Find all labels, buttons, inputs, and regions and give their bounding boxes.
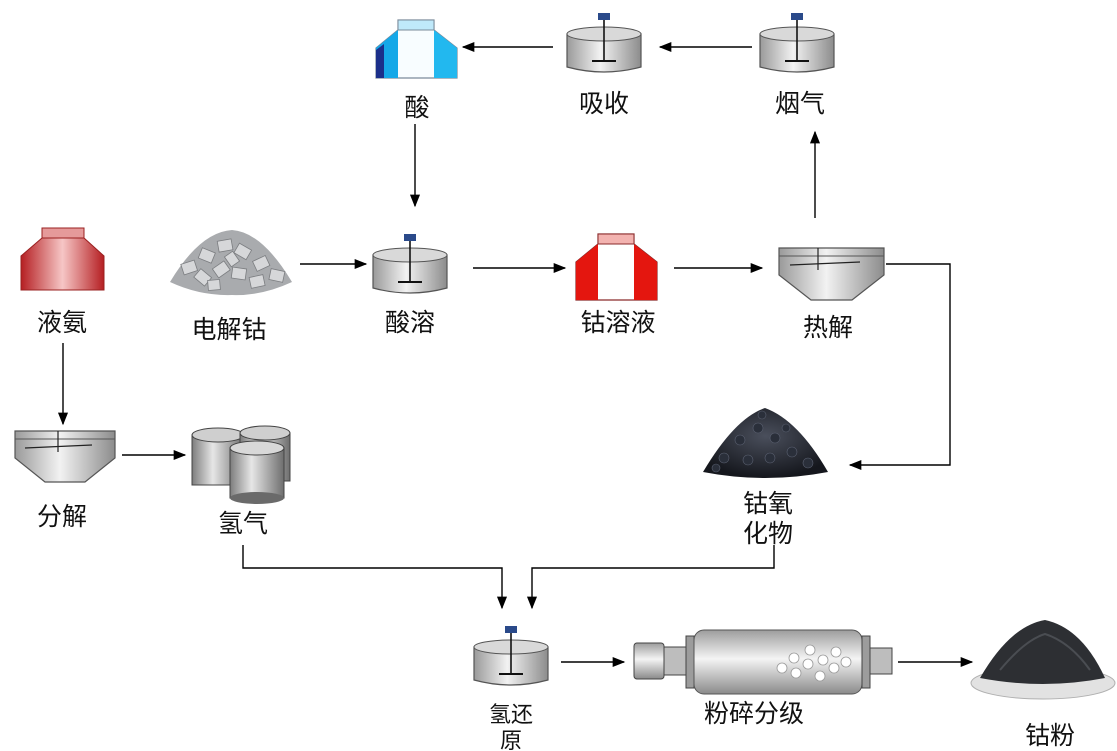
decompose-vessel-icon (14, 430, 116, 483)
acid-dissolve-tank-icon (372, 234, 448, 294)
label-hydrogen: 氢气 (218, 509, 268, 538)
label-crush-classify: 粉碎分级 (704, 699, 804, 728)
cobalt-solution-tank-icon (575, 233, 658, 301)
fluegas-tank-icon (759, 13, 835, 73)
label-hydrogen-reduction-line2: 原 (500, 729, 522, 751)
hydrogen-cylinders-icon (191, 425, 291, 504)
label-acid-dissolve: 酸溶 (385, 308, 435, 337)
label-liquid-ammonia: 液氨 (37, 308, 87, 337)
label-cobalt-solution: 钴溶液 (580, 308, 655, 337)
flow-arrows (57, 41, 974, 668)
label-cobalt-oxide-line1: 钴氧 (743, 489, 793, 518)
arrow-oxide-to-reduction (526, 545, 775, 610)
label-cobalt-oxide-line2: 化物 (743, 519, 793, 548)
absorb-tank-icon (566, 13, 642, 73)
label-acid: 酸 (404, 93, 429, 122)
label-hydrogen-reduction-line1: 氢还 (489, 703, 533, 728)
ball-mill-icon (633, 629, 893, 695)
acid-tank-icon (375, 19, 458, 79)
cobalt-oxide-pile-icon (703, 408, 828, 478)
label-decompose: 分解 (37, 502, 87, 531)
liquid-ammonia-tank-icon (20, 227, 105, 291)
label-flue-gas: 烟气 (775, 89, 825, 118)
hydrogen-reduction-tank-icon (473, 626, 549, 686)
label-absorb: 吸收 (579, 89, 629, 118)
electrolytic-cobalt-icon (170, 230, 292, 296)
arrow-pyrolysis-to-oxide (848, 263, 951, 471)
label-pyrolysis: 热解 (803, 313, 853, 342)
pyrolysis-vessel-icon (778, 247, 885, 301)
label-cobalt-powder: 钴粉 (1025, 721, 1075, 750)
label-electrolytic-cobalt: 电解钴 (191, 315, 266, 344)
arrow-hydrogen-to-reduction (242, 545, 508, 610)
cobalt-powder-plate-icon (970, 620, 1116, 700)
